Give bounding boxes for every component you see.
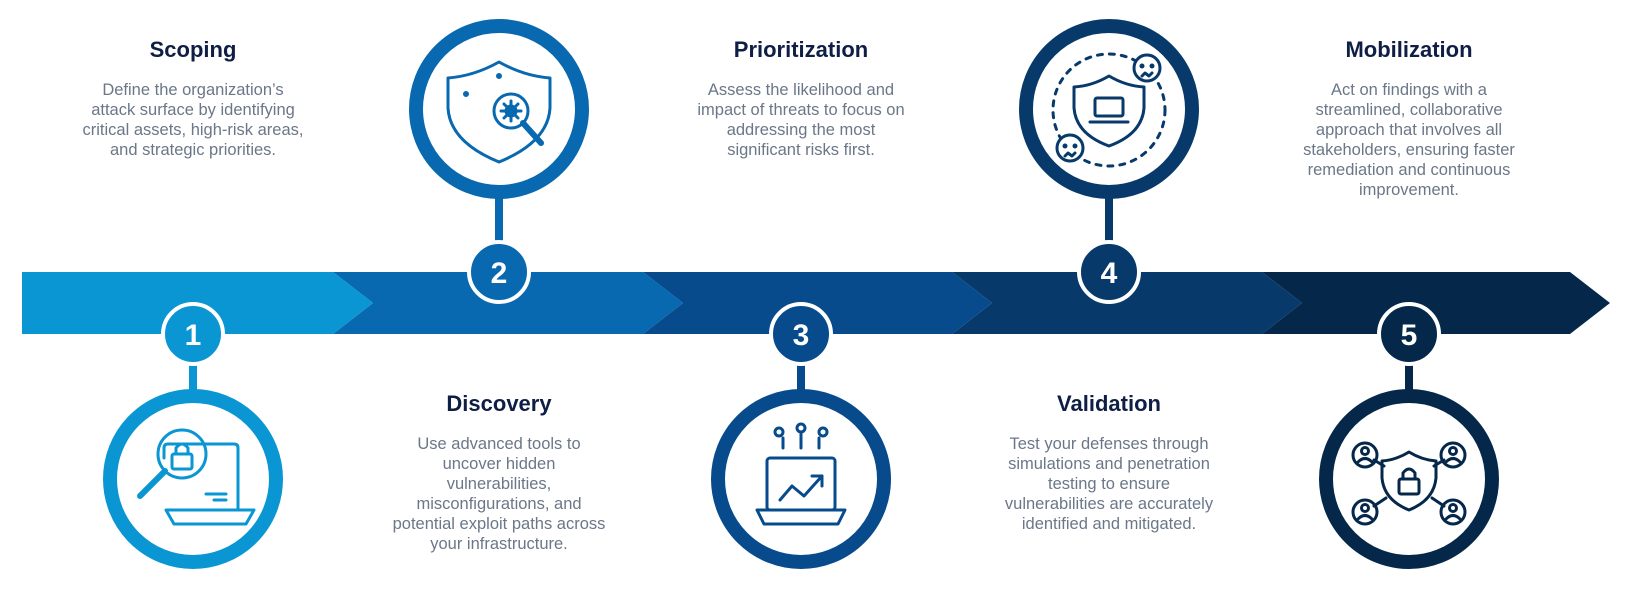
laptop-trend-chart-icon: [755, 422, 847, 526]
laptop-lock-magnifier-icon: [137, 428, 256, 526]
step-1-title: Scoping: [149, 37, 237, 62]
step-4-description: Test your defenses through simulations a…: [1004, 435, 1214, 533]
step-1-marker: 1: [103, 302, 283, 569]
step-5-description: Act on findings with a streamlined, coll…: [1303, 81, 1515, 199]
arrow-segment-4: [952, 272, 1302, 334]
step-5-title: Mobilization: [1345, 37, 1473, 62]
step-5-marker: 5: [1319, 302, 1499, 569]
shield-virus-magnifier-icon: [446, 60, 552, 164]
step-3-description: Assess the likelihood and impact of thre…: [697, 81, 905, 159]
step-1-number: 1: [185, 319, 202, 352]
step-2-title: Discovery: [446, 391, 552, 416]
step-3-marker: 3: [711, 302, 891, 569]
arrow-segment-5: [1262, 272, 1610, 334]
step-4-marker: 4: [1019, 19, 1199, 304]
step-3-title: Prioritization: [733, 37, 869, 62]
step-2-number: 2: [491, 257, 508, 290]
shield-lock-users-network-icon: [1351, 441, 1467, 526]
step-2-marker: 2: [409, 19, 589, 304]
arrow-segment-3: [643, 272, 992, 334]
shield-laptop-threats-icon: [1051, 52, 1167, 168]
arrow-segment-2: [333, 272, 683, 334]
step-4-number: 4: [1101, 257, 1118, 290]
step-5-number: 5: [1401, 319, 1418, 352]
step-1-description: Define the organization’s attack surface…: [82, 81, 304, 159]
step-2-description: Use advanced tools to uncover hidden vul…: [392, 435, 606, 553]
step-3-number: 3: [793, 319, 810, 352]
step-4-title: Validation: [1057, 391, 1161, 416]
